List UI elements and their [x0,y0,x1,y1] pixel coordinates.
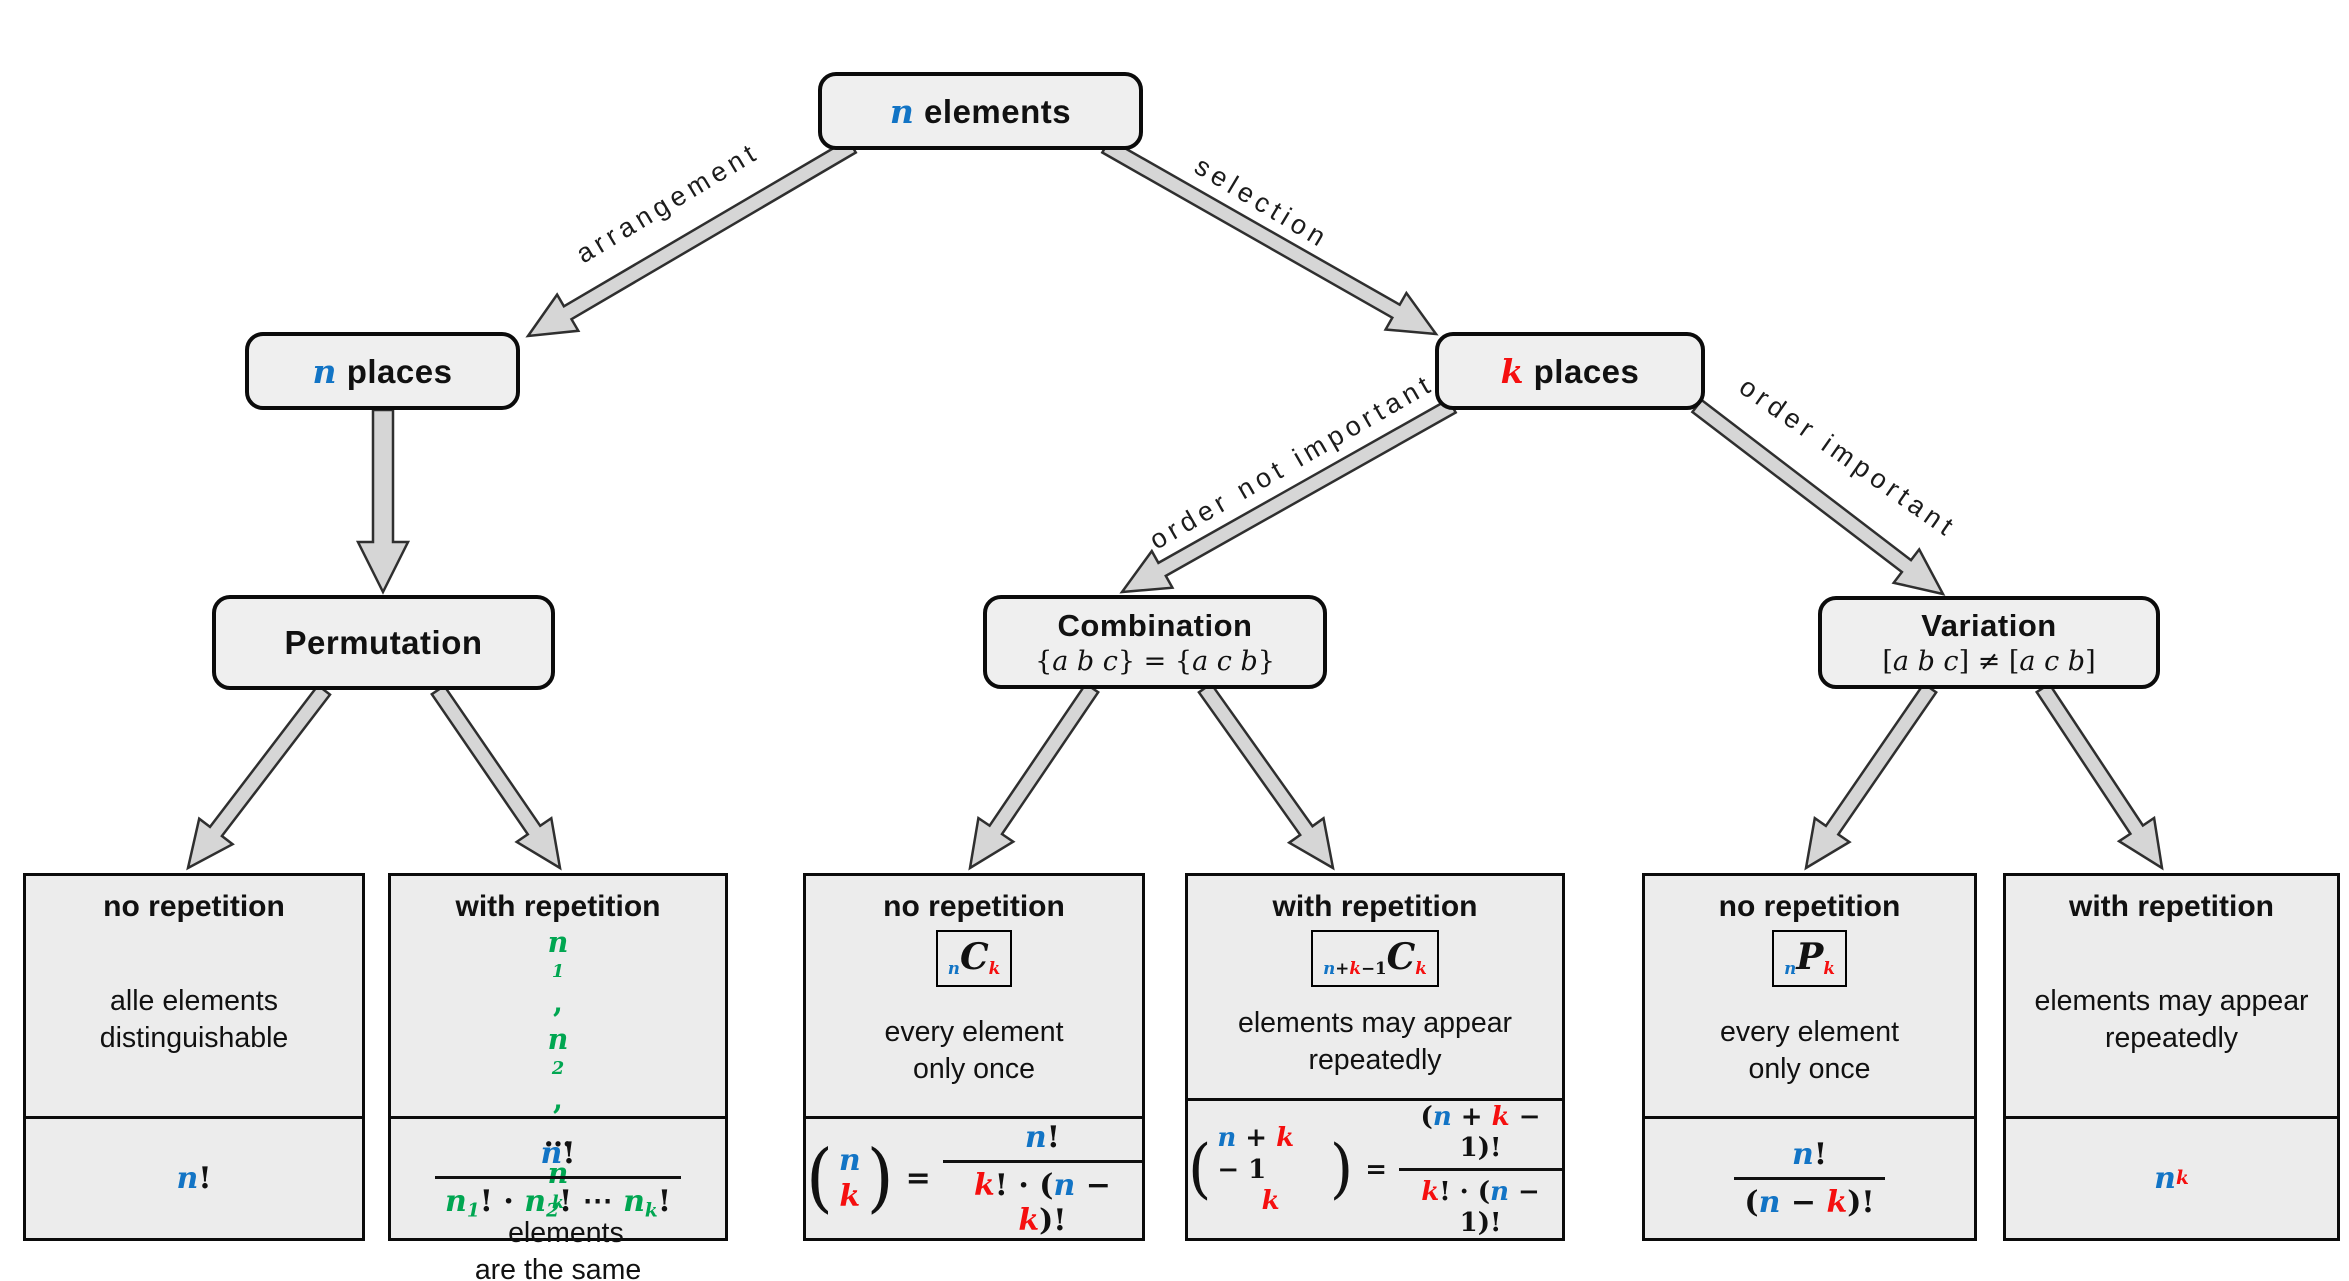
node-n-places: n places [245,332,520,410]
leaf-title: no repetition [1718,890,1901,923]
leaf-title: no repetition [883,890,1065,923]
node-combination-label: Combination [1057,607,1253,643]
leaf-combination-with-repetition-top: with repetition n+k−1Ck elements may app… [1188,876,1562,1101]
leaf-formula: n! [176,1161,212,1196]
arrow-permutation-to-no-rep [186,683,332,871]
node-n-places-label: n places [312,351,453,391]
arrow-permutation-to-with-rep [430,684,562,871]
arrow-variation-to-with-rep [2034,682,2164,871]
leaf-title: with repetition [1272,890,1478,923]
notation-nCk-badge: nCk [935,930,1013,987]
leaf-formula: n!(n − k)! [1645,1119,1974,1238]
node-k-places-label: k places [1500,351,1640,391]
arrow-order-important [1690,398,1946,596]
arrow-combination-to-with-rep [1197,681,1335,871]
node-permutation-label: Permutation [284,623,483,661]
node-variation-label: Variation [1921,608,2057,643]
node-k-places: k places [1435,332,1705,410]
arrow-order-not-important [1119,397,1458,594]
leaf-formula: n!n1! · n2! ⋯ nk! [391,1119,725,1238]
leaf-title: no repetition [103,890,285,923]
node-variation: Variation [a b c] ≠ [a c b] [1818,596,2160,689]
node-n-elements: n elements [818,72,1143,150]
notation-n-plus-k-minus-1-Ck-badge: n+k−1Ck [1311,930,1439,987]
node-combination: Combination {a b c} = {a c b} [983,595,1327,689]
arrow-combination-to-no-rep [968,682,1100,871]
node-n-elements-label: n elements [889,91,1072,131]
leaf-title: with repetition [2069,890,2274,923]
node-combination-subtitle: {a b c} = {a c b} [1035,645,1275,677]
arrow-arrangement [525,137,858,338]
notation-nPk-badge: nPk [1772,930,1847,987]
node-variation-subtitle: [a b c] ≠ [a c b] [1882,646,2096,677]
leaf-title: with repetition [455,890,661,923]
arrow-selection [1100,137,1439,336]
leaf-combination-with-repetition: with repetition n+k−1Ck elements may app… [1185,873,1565,1241]
node-permutation: Permutation [212,595,555,690]
arrow-n-places-to-permutation [355,408,411,595]
arrow-variation-to-no-rep [1804,681,1938,871]
